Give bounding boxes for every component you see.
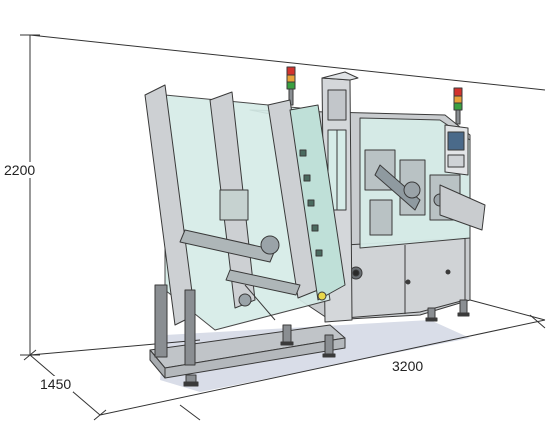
width-dimension-label: 3200 <box>390 358 426 374</box>
top-perspective-line <box>29 34 546 91</box>
width-dimension-line <box>99 319 546 416</box>
machine-feet <box>183 312 470 387</box>
machine-body <box>144 66 486 387</box>
depth-dimension-label: 1450 <box>38 376 74 392</box>
hmi-screen <box>447 131 465 151</box>
magazine-slots <box>299 149 323 257</box>
dimension-lines <box>20 34 546 421</box>
signal-tower-right <box>453 87 463 125</box>
side-chute <box>439 184 486 231</box>
signal-tower-left <box>286 66 296 106</box>
front-linkage <box>179 189 301 321</box>
base-perspective-line <box>29 339 201 356</box>
height-dimension-label: 2200 <box>2 162 38 178</box>
